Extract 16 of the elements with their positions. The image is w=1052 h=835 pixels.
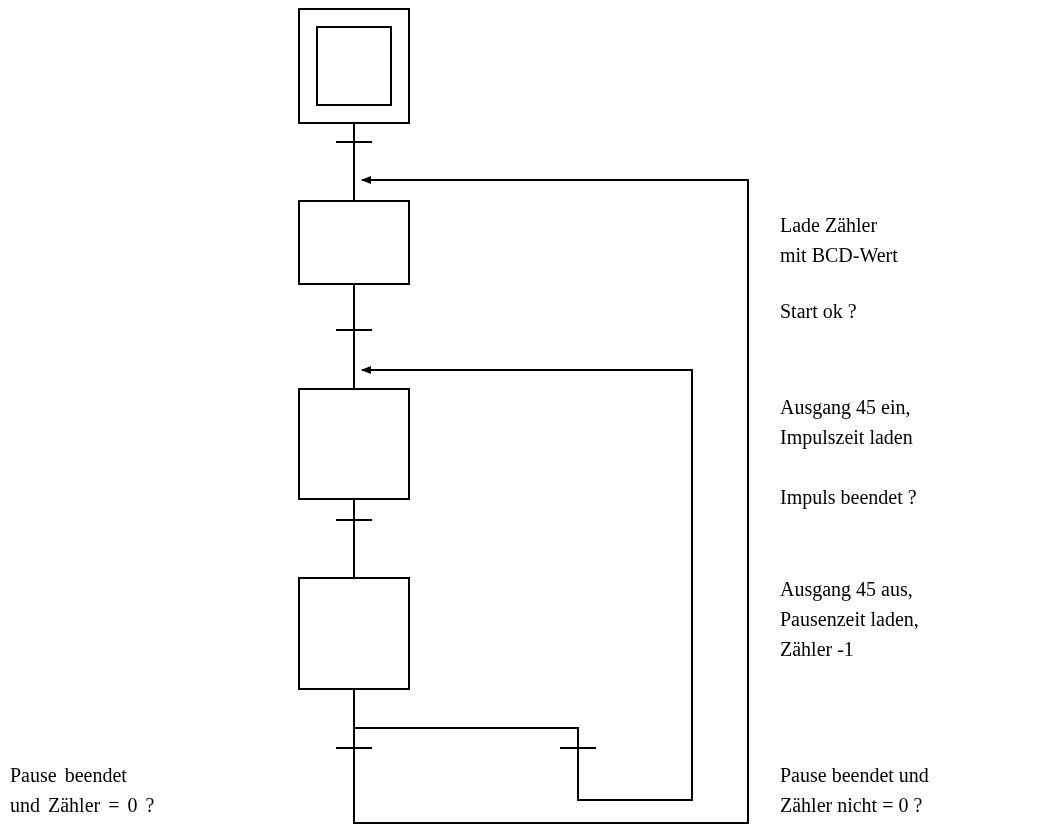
action-text: Ausgang 45 ein, Impulszeit laden bbox=[780, 395, 914, 451]
action-text: Ausgang 45 aus, Pausenzeit laden, Zähler -1 bbox=[780, 577, 920, 662]
action-text: Lade Zähler mit BCD-Wert bbox=[780, 213, 899, 268]
initial-step-box bbox=[298, 8, 410, 124]
step-box bbox=[298, 577, 410, 690]
feedback-arrow bbox=[353, 176, 749, 824]
step-box bbox=[298, 200, 410, 285]
transition-condition: Start ok ? bbox=[780, 299, 858, 324]
link-line bbox=[353, 123, 355, 201]
step-box bbox=[298, 388, 410, 500]
link-line bbox=[353, 284, 355, 389]
feedback-arrow bbox=[353, 366, 693, 801]
transition-condition: Pause beendet und Zähler = 0 ? bbox=[10, 763, 156, 818]
transition-condition: Pause beendet und Zähler nicht = 0 ? bbox=[780, 763, 930, 818]
link-line bbox=[353, 499, 355, 578]
transition-condition: Impuls beendet ? bbox=[780, 485, 918, 511]
